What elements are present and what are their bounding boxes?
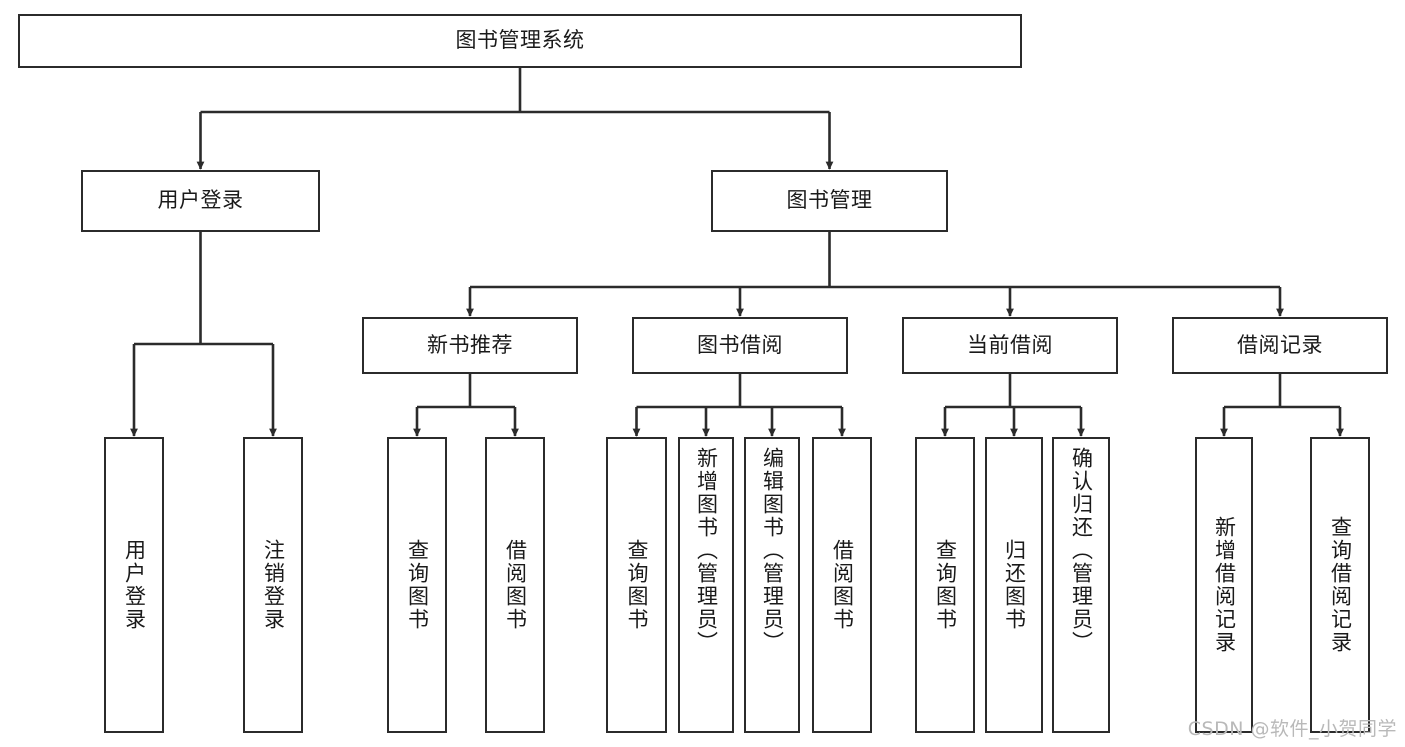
node-book-manage[interactable]: 图书管理 [711, 170, 948, 232]
node-leaf-confirm-return-admin-label: 确认归还（管理员） [1069, 447, 1094, 654]
node-leaf-add-borrow-record-label: 新增借阅记录 [1212, 516, 1237, 654]
node-root-label: 图书管理系统 [455, 28, 585, 53]
node-leaf-borrow-book-label: 借阅图书 [830, 539, 855, 631]
node-leaf-return-book-label: 归还图书 [1002, 539, 1027, 631]
node-leaf-recommend-borrow-book[interactable]: 借阅图书 [485, 437, 545, 733]
node-leaf-current-query-book-label: 查询图书 [933, 539, 958, 631]
node-leaf-user-logout-label: 注销登录 [261, 539, 286, 631]
node-leaf-recommend-query-book[interactable]: 查询图书 [387, 437, 447, 733]
node-leaf-return-book[interactable]: 归还图书 [985, 437, 1043, 733]
node-leaf-query-borrow-record-label: 查询借阅记录 [1328, 516, 1353, 654]
node-leaf-add-book-admin-label: 新增图书（管理员） [694, 447, 719, 654]
node-book-borrow[interactable]: 图书借阅 [632, 317, 848, 374]
node-new-book-recommend-label: 新书推荐 [427, 332, 513, 357]
node-leaf-current-query-book[interactable]: 查询图书 [915, 437, 975, 733]
node-leaf-add-book-admin[interactable]: 新增图书（管理员） [678, 437, 734, 733]
node-user-login-label: 用户登录 [157, 188, 244, 213]
node-leaf-edit-book-admin[interactable]: 编辑图书（管理员） [744, 437, 800, 733]
node-current-borrow-label: 当前借阅 [967, 332, 1053, 357]
node-leaf-borrow-book[interactable]: 借阅图书 [812, 437, 872, 733]
node-leaf-confirm-return-admin[interactable]: 确认归还（管理员） [1052, 437, 1110, 733]
node-leaf-user-login[interactable]: 用户登录 [104, 437, 164, 733]
node-user-login[interactable]: 用户登录 [81, 170, 320, 232]
watermark-text: CSDN @软件_小贺同学 [1187, 718, 1397, 740]
node-leaf-add-borrow-record[interactable]: 新增借阅记录 [1195, 437, 1253, 733]
node-new-book-recommend[interactable]: 新书推荐 [362, 317, 578, 374]
node-leaf-borrow-query-book[interactable]: 查询图书 [606, 437, 667, 733]
node-current-borrow[interactable]: 当前借阅 [902, 317, 1118, 374]
node-leaf-recommend-query-book-label: 查询图书 [405, 539, 430, 631]
node-leaf-user-login-label: 用户登录 [122, 539, 147, 631]
node-borrow-record-label: 借阅记录 [1237, 332, 1323, 357]
node-borrow-record[interactable]: 借阅记录 [1172, 317, 1388, 374]
node-book-borrow-label: 图书借阅 [697, 332, 783, 357]
node-leaf-edit-book-admin-label: 编辑图书（管理员） [760, 447, 785, 654]
node-leaf-query-borrow-record[interactable]: 查询借阅记录 [1310, 437, 1370, 733]
node-leaf-recommend-borrow-book-label: 借阅图书 [503, 539, 528, 631]
node-leaf-borrow-query-book-label: 查询图书 [625, 539, 649, 631]
node-book-manage-label: 图书管理 [786, 188, 873, 213]
node-leaf-user-logout[interactable]: 注销登录 [243, 437, 303, 733]
node-root[interactable]: 图书管理系统 [18, 14, 1022, 68]
